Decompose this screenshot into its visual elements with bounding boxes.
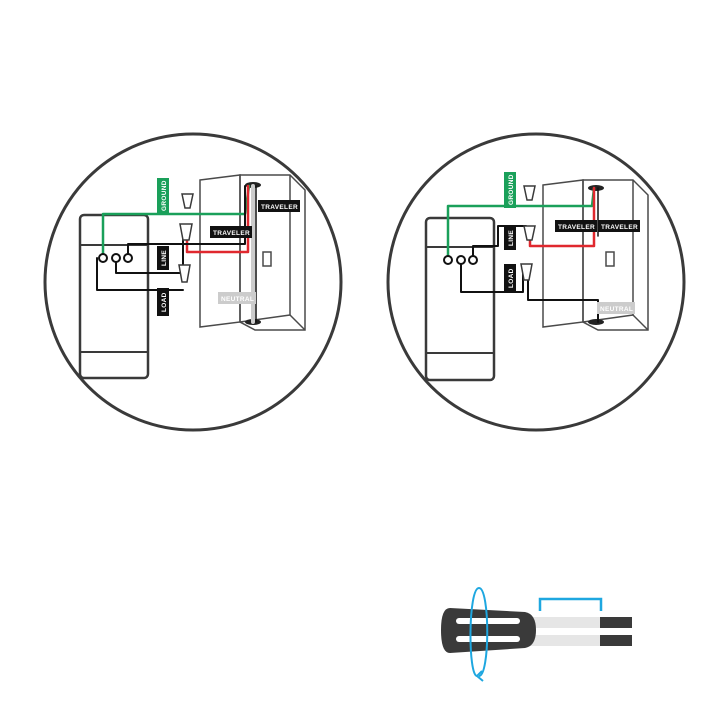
right-line-text: LINE <box>508 230 515 246</box>
left-load-label: LOAD <box>157 288 169 316</box>
right-terminals <box>444 256 477 264</box>
right-box-hole-bottom <box>588 319 604 325</box>
right-box-hole-top <box>588 185 604 191</box>
left-traveler-top-label: TRAVELER <box>258 200 300 212</box>
left-switch <box>80 215 148 378</box>
right-line-label: LINE <box>504 226 516 250</box>
left-line-text: LINE <box>161 250 168 266</box>
insulated-wire-bottom <box>600 635 632 646</box>
right-traveler-b-label: TRAVELER <box>598 220 640 232</box>
right-neutral-label: NEUTRAL <box>597 302 635 314</box>
wire-nut-twist-illustration <box>441 588 632 681</box>
left-wiring-panel: GROUND TRAVELER TRAVELER LINE LOAD NEUTR… <box>45 134 341 430</box>
strip-length-bracket <box>540 599 601 611</box>
right-ground-text: GROUND <box>508 174 515 205</box>
left-traveler-top-text: TRAVELER <box>261 204 298 211</box>
left-ground-label: GROUND <box>157 178 169 214</box>
bare-wire-bottom <box>530 635 602 646</box>
right-traveler-a-label: TRAVELER <box>555 220 597 232</box>
insulated-wire-top <box>600 617 632 628</box>
left-traveler-mid-text: TRAVELER <box>213 230 250 237</box>
left-ground-text: GROUND <box>161 180 168 211</box>
right-neutral-text: NEUTRAL <box>600 306 633 313</box>
right-ground-label: GROUND <box>504 172 516 208</box>
right-switch <box>426 218 494 380</box>
right-traveler-a-text: TRAVELER <box>558 224 595 231</box>
right-load-label: LOAD <box>504 264 516 292</box>
left-load-text: LOAD <box>161 292 168 312</box>
right-wiring-panel: GROUND TRAVELER TRAVELER LINE LOAD NEUTR… <box>388 134 684 430</box>
right-load-text: LOAD <box>508 268 515 288</box>
right-traveler-b-text: TRAVELER <box>601 224 638 231</box>
bare-wire-top <box>530 617 602 628</box>
left-traveler-mid-label: TRAVELER <box>210 226 252 238</box>
left-terminals <box>99 254 132 262</box>
left-neutral-text: NEUTRAL <box>221 296 254 303</box>
wire-nut-icon <box>441 608 536 653</box>
left-line-label: LINE <box>157 246 169 270</box>
left-neutral-label: NEUTRAL <box>218 292 256 304</box>
